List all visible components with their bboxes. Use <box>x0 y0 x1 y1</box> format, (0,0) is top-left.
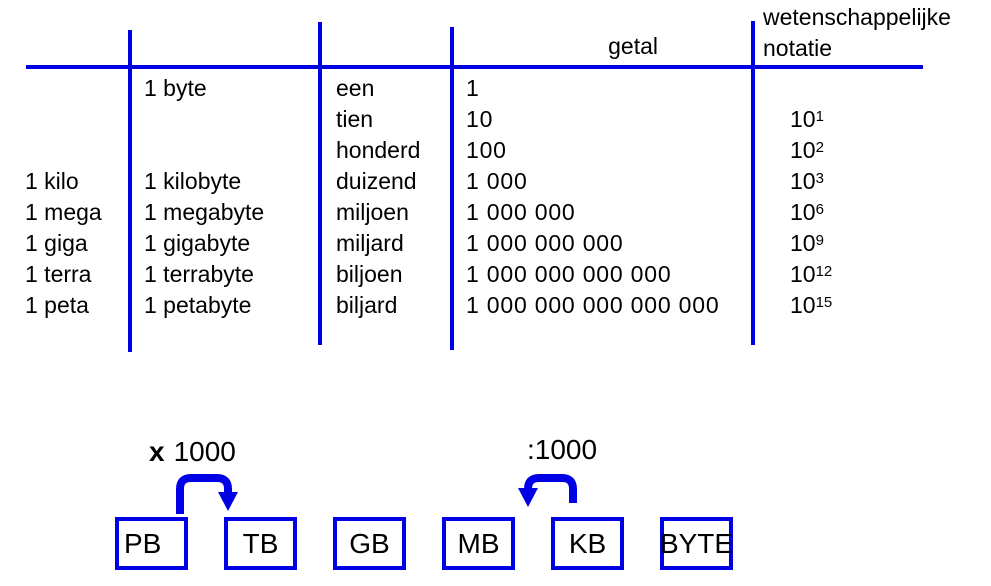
table-cell-getal: 1 000 000 000 000 000 <box>466 292 720 318</box>
table-cell-getal: 1 000 000 <box>466 199 576 225</box>
unit-box-label: KB <box>568 527 607 559</box>
table-column-divider-1 <box>128 30 132 352</box>
table-cell-name: miljard <box>336 230 404 256</box>
column-header-notatie-line2: notatie <box>763 35 833 61</box>
divide-arrow-icon <box>518 474 577 507</box>
table-cell-name: biljoen <box>336 261 403 287</box>
table-cell-notatie: 106 <box>790 199 824 225</box>
table-cell-getal: 10 <box>466 106 494 132</box>
table-cell-prefix <box>25 73 102 104</box>
column-number-names: een tien honderd duizend miljoen miljard biljo… <box>336 73 420 321</box>
table-cell-unit: 1 petabyte <box>144 292 252 318</box>
multiply-operator: x <box>149 436 165 467</box>
column-prefix: 1 kilo 1 mega 1 giga 1 terra 1 peta <box>25 73 102 321</box>
table-cell-unit: 1 megabyte <box>144 199 265 225</box>
table-cell-notatie <box>790 73 832 104</box>
table-cell-prefix <box>25 104 102 135</box>
table-cell-prefix: 1 peta <box>25 292 89 318</box>
table-cell-prefix: 1 mega <box>25 199 102 225</box>
unit-box-label: GB <box>349 527 390 559</box>
table-cell-unit: 1 terrabyte <box>144 261 254 287</box>
table-cell-unit: 1 kilobyte <box>144 168 242 194</box>
multiply-arrow-icon <box>176 474 238 514</box>
column-header-notatie-line1: wetenschappelijke <box>763 4 951 30</box>
table-cell-unit: 1 gigabyte <box>144 230 251 256</box>
table-cell-unit <box>144 104 264 135</box>
multiply-by-1000-label: x 1000 <box>149 436 236 468</box>
table-cell-notatie: 103 <box>790 168 824 194</box>
table-column-divider-3 <box>450 27 454 350</box>
column-scientific-notation: 101 102 103 106 109 1012 1015 <box>790 73 832 321</box>
column-header-getal: getal <box>608 33 658 59</box>
table-cell-getal: 1 000 000 000 000 <box>466 261 672 287</box>
unit-box-label: PB <box>124 527 162 559</box>
unit-box-label: BYTE <box>659 527 734 559</box>
table-cell-notatie: 1012 <box>790 261 833 287</box>
column-getal-values: 1 10 100 1 000 1 000 000 1 000 000 000 1 000 0… <box>466 73 719 321</box>
column-header-notatie: wetenschappelijke notatie <box>763 2 951 64</box>
table-cell-getal: 1 <box>466 75 480 101</box>
unit-box-gb: GB <box>333 517 406 570</box>
table-cell-unit <box>144 135 264 166</box>
divide-by-1000-label: :1000 <box>527 434 598 465</box>
table-header-divider <box>26 65 923 69</box>
unit-box-tb: TB <box>224 517 297 570</box>
table-column-divider-4 <box>751 21 755 345</box>
unit-box-label: MB <box>457 527 500 559</box>
table-cell-prefix: 1 giga <box>25 230 88 256</box>
table-cell-prefix <box>25 135 102 166</box>
table-cell-notatie: 1015 <box>790 292 833 318</box>
multiply-value: 1000 <box>173 436 236 467</box>
table-cell-prefix: 1 kilo <box>25 168 79 194</box>
unit-box-label: TB <box>242 527 279 559</box>
unit-boxes-row: PB TB GB MB KB BYTE <box>115 517 733 570</box>
column-byte-units: 1 byte 1 kilobyte 1 megabyte 1 gigabyte 1 te… <box>144 73 264 321</box>
table-cell-name: miljoen <box>336 199 409 225</box>
unit-box-pb: PB <box>115 517 188 570</box>
table-cell-notatie: 101 <box>790 106 824 132</box>
table-cell-getal: 100 <box>466 137 507 163</box>
unit-box-kb: KB <box>551 517 624 570</box>
unit-box-mb: MB <box>442 517 515 570</box>
table-cell-name: biljard <box>336 292 398 318</box>
table-cell-unit: 1 byte <box>144 75 207 101</box>
table-cell-name: tien <box>336 106 374 132</box>
table-cell-getal: 1 000 000 000 <box>466 230 624 256</box>
table-cell-notatie: 102 <box>790 137 824 163</box>
table-cell-notatie: 109 <box>790 230 824 256</box>
table-cell-prefix: 1 terra <box>25 261 92 287</box>
table-column-divider-2 <box>318 22 322 345</box>
unit-box-byte: BYTE <box>660 517 733 570</box>
table-cell-getal: 1 000 <box>466 168 528 194</box>
table-cell-name: duizend <box>336 168 417 194</box>
table-cell-name: honderd <box>336 137 421 163</box>
table-cell-name: een <box>336 75 375 101</box>
